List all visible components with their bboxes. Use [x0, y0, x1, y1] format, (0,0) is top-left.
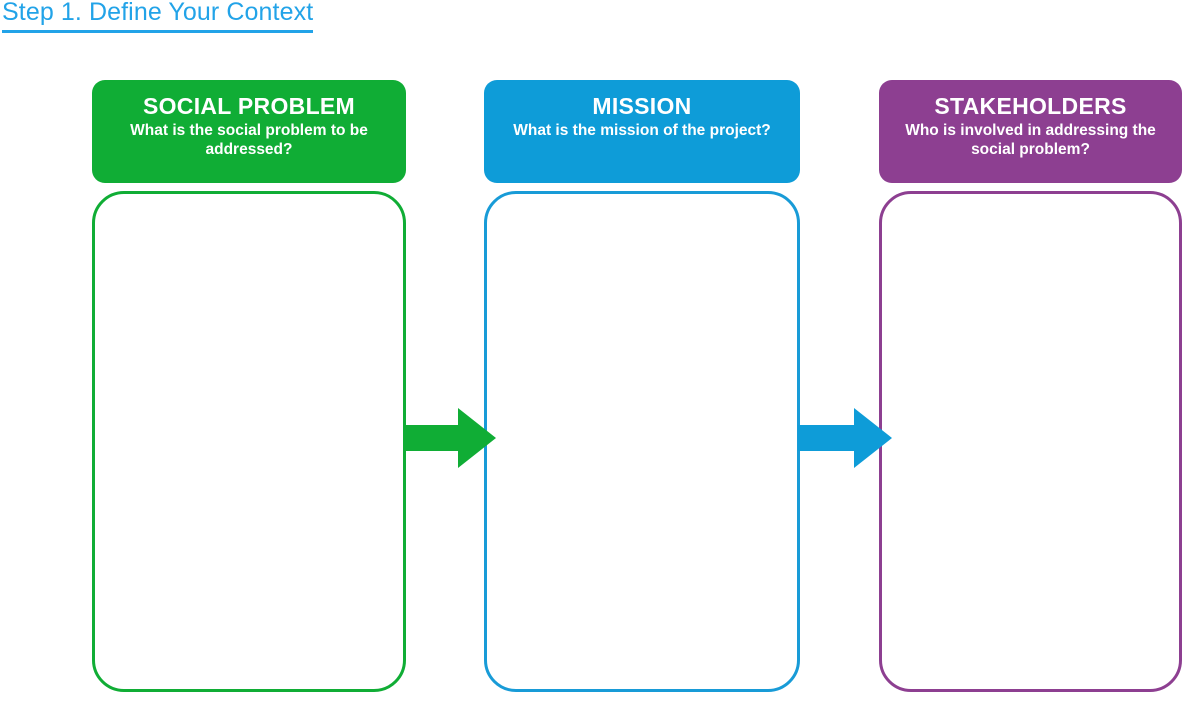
card-header-stakeholders: STAKEHOLDERS Who is involved in addressi…	[879, 80, 1182, 183]
page-title: Step 1. Define Your Context	[2, 0, 314, 33]
arrow-right-icon-social-problem-to-mission	[404, 408, 496, 468]
card-subheading-mission: What is the mission of the project?	[513, 122, 771, 140]
card-heading-mission: MISSION	[592, 93, 692, 119]
card-subheading-stakeholders: Who is involved in addressing the social…	[905, 122, 1156, 159]
column-stakeholders: STAKEHOLDERS Who is involved in addressi…	[879, 80, 1182, 692]
card-header-mission: MISSION What is the mission of the proje…	[484, 80, 800, 183]
arrow-right-icon-mission-to-stakeholders	[798, 408, 892, 468]
input-area-mission[interactable]	[484, 191, 800, 692]
card-subheading-social-problem: What is the social problem to be address…	[130, 122, 368, 159]
card-heading-stakeholders: STAKEHOLDERS	[934, 93, 1127, 119]
card-heading-social-problem: SOCIAL PROBLEM	[142, 93, 356, 119]
page-title-text: Step 1. Define Your Context	[2, 0, 314, 33]
input-area-social-problem[interactable]	[92, 191, 406, 692]
card-header-social-problem: SOCIAL PROBLEM What is the social proble…	[92, 80, 406, 183]
column-mission: MISSION What is the mission of the proje…	[484, 80, 800, 692]
input-area-stakeholders[interactable]	[879, 191, 1182, 692]
column-social-problem: SOCIAL PROBLEM What is the social proble…	[92, 80, 406, 692]
